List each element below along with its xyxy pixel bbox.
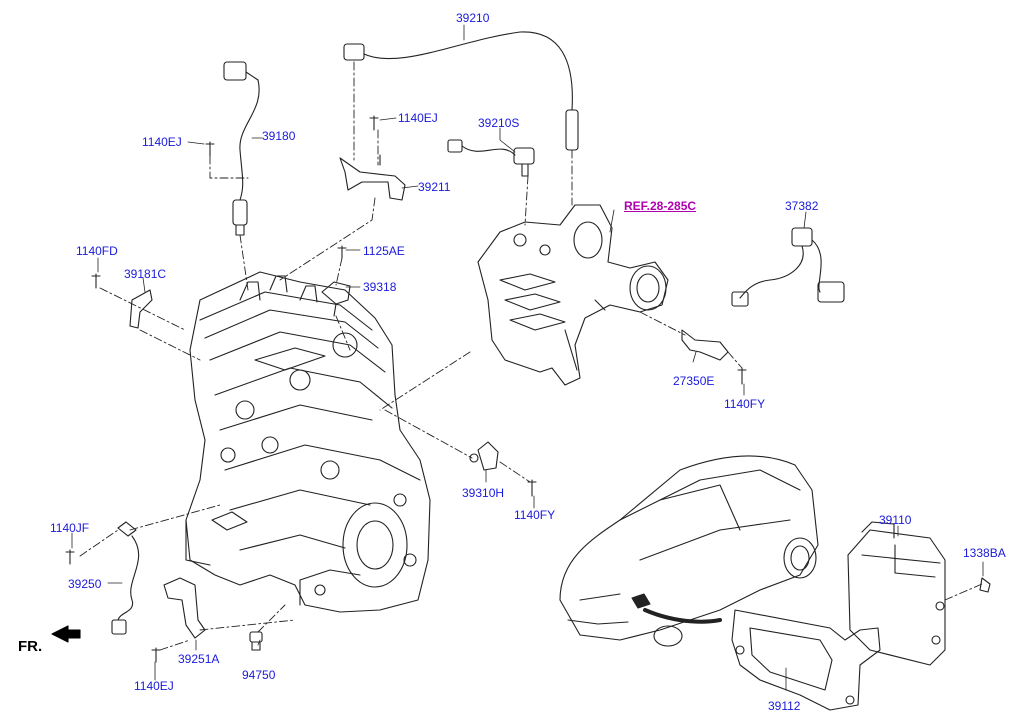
part-label-39310h[interactable]: 39310H bbox=[462, 486, 505, 500]
part-label-1140ej[interactable]: 1140EJ bbox=[134, 679, 174, 693]
knock-sensor-37382 bbox=[731, 227, 845, 307]
bracket-39181c bbox=[129, 289, 153, 329]
front-arrow-icon bbox=[51, 625, 81, 643]
engine-block bbox=[185, 271, 431, 613]
part-label-94750[interactable]: 94750 bbox=[242, 668, 276, 682]
part-label-1338ba[interactable]: 1338BA bbox=[963, 546, 1006, 560]
part-label-1140jf[interactable]: 1140JF bbox=[50, 521, 90, 535]
ecu-bracket-39112 bbox=[731, 609, 881, 711]
oil-pressure-switch-94750 bbox=[249, 631, 263, 651]
bolts bbox=[65, 115, 991, 663]
bracket-39251a bbox=[163, 577, 206, 639]
bracket-27350e bbox=[681, 329, 729, 361]
part-label-39250[interactable]: 39250 bbox=[68, 577, 102, 591]
exhaust-manifold bbox=[477, 204, 669, 386]
part-label-1125ae[interactable]: 1125AE bbox=[363, 244, 405, 258]
part-label-39210[interactable]: 39210 bbox=[456, 11, 490, 25]
part-label-39210s[interactable]: 39210S bbox=[478, 116, 520, 130]
ecu-39110 bbox=[847, 521, 946, 666]
part-label-1140fy[interactable]: 1140FY bbox=[514, 508, 556, 522]
part-label-1140ej[interactable]: 1140EJ bbox=[142, 135, 182, 149]
part-label-39211[interactable]: 39211 bbox=[418, 180, 451, 194]
o2-sensor-39210s bbox=[447, 139, 535, 177]
o2-sensor-39210 bbox=[343, 31, 579, 151]
part-label-39110[interactable]: 39110 bbox=[879, 513, 912, 527]
bracket-39211 bbox=[339, 154, 406, 201]
reference-link-28-285c[interactable]: REF.28-285C bbox=[624, 199, 697, 213]
front-direction-label: FR. bbox=[18, 638, 43, 655]
part-label-37382[interactable]: 37382 bbox=[785, 199, 819, 213]
part-label-1140fd[interactable]: 1140FD bbox=[76, 244, 118, 258]
label-leaders bbox=[71, 24, 984, 691]
vehicle-illustration bbox=[559, 455, 819, 647]
o2-sensor-39180 bbox=[223, 61, 260, 236]
leader-lines bbox=[79, 61, 983, 651]
part-label-1140fy[interactable]: 1140FY bbox=[724, 397, 766, 411]
part-label-39318[interactable]: 39318 bbox=[363, 280, 397, 294]
cam-sensor-39318 bbox=[321, 281, 351, 317]
crank-sensor-39310h bbox=[469, 441, 499, 471]
part-label-27350e[interactable]: 27350E bbox=[673, 374, 715, 388]
knock-sensor-39250 bbox=[111, 521, 140, 635]
part-label-1140ej[interactable]: 1140EJ bbox=[398, 111, 438, 125]
part-label-39112[interactable]: 39112 bbox=[768, 699, 801, 713]
part-label-39181c[interactable]: 39181C bbox=[124, 267, 167, 281]
part-label-39251a[interactable]: 39251A bbox=[178, 652, 220, 666]
part-label-39180[interactable]: 39180 bbox=[262, 129, 296, 143]
